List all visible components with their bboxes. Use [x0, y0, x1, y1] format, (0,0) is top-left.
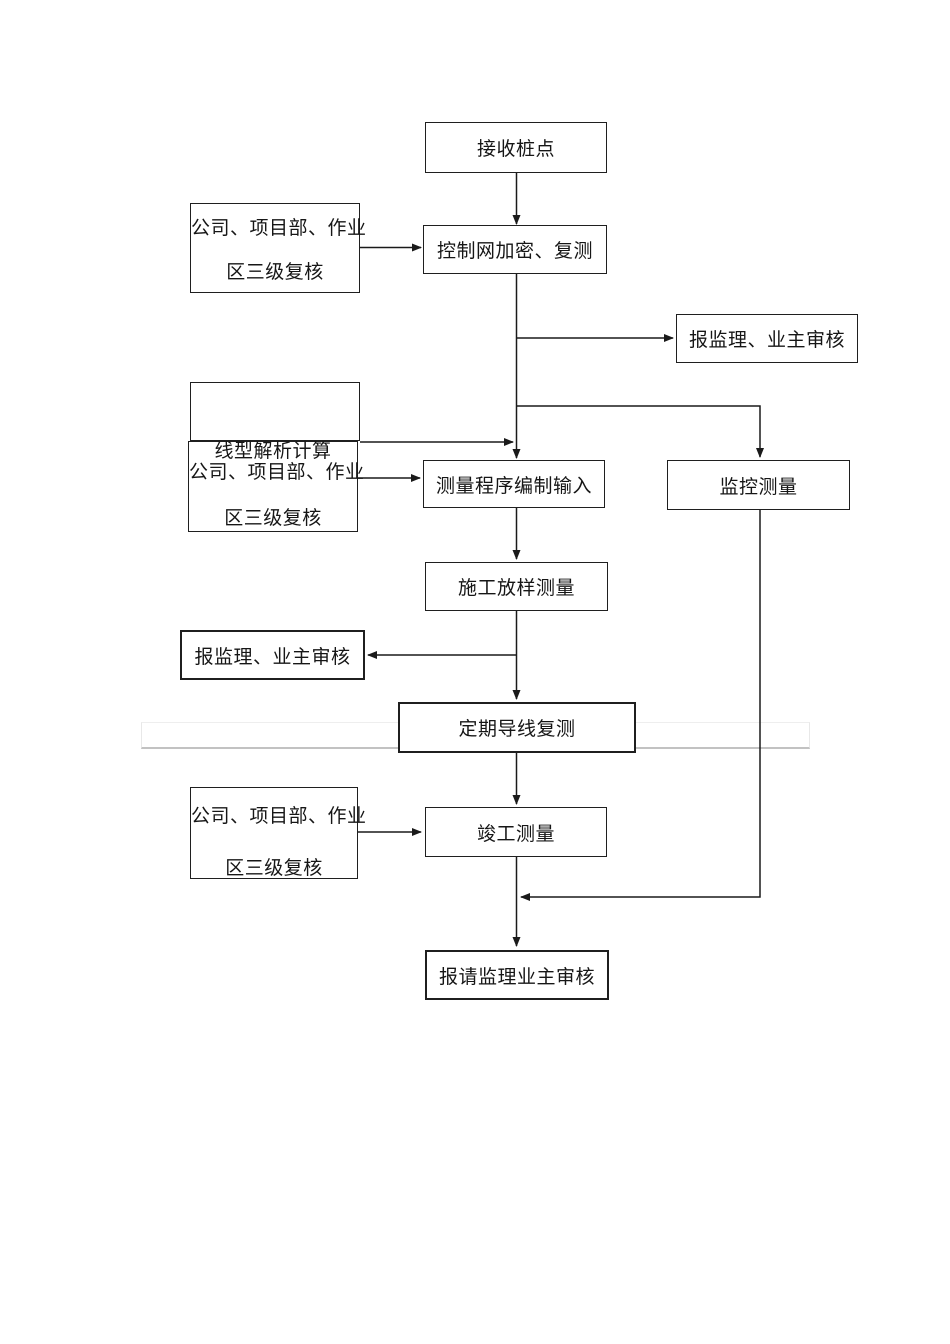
node-label: 施工放样测量: [457, 578, 575, 599]
flow-node-three-level-review-bottom: 公司、项目部、作业 区三级复核: [190, 787, 367, 879]
flow-node-final-report-review: 报请监理业主审核: [425, 950, 609, 1000]
flow-node-report-supervisor-owner-review-right: 报监理、业主审核: [676, 314, 858, 363]
flow-node-periodic-traverse-remeasure: 定期导线复测: [398, 702, 636, 753]
flow-node-receive-pile-points: 接收桩点: [425, 122, 607, 173]
flow-node-construction-setting-out: 施工放样测量: [425, 562, 608, 611]
node-label: 报监理、业主审核: [194, 646, 351, 668]
node-label-line2: 公司、项目部、作业: [189, 462, 365, 483]
node-label-line2: 区三级复核: [226, 262, 324, 283]
flow-node-three-level-review-top: 公司、项目部、作业 区三级复核: [190, 203, 367, 293]
flow-node-line-analysis-three-level-review: 线型解析计算 公司、项目部、作业 区三级复核: [188, 441, 365, 532]
node-label-line1: 公司、项目部、作业: [191, 806, 367, 827]
node-label: 定期导线复测: [458, 719, 576, 740]
flow-node-empty-box: [190, 382, 360, 441]
node-label-line3: 区三级复核: [224, 508, 322, 529]
node-label: 接收桩点: [476, 139, 555, 160]
flow-node-control-network-densify-remeasure: 控制网加密、复测: [423, 225, 607, 274]
node-label-line1: 线型解析计算: [214, 441, 332, 462]
node-label: 报监理、业主审核: [688, 330, 845, 351]
connector-to-monitoring: [516, 405, 764, 458]
flow-node-report-supervisor-owner-review-left: 报监理、业主审核: [180, 630, 365, 680]
flow-node-measurement-program-input: 测量程序编制输入: [423, 460, 605, 508]
flow-node-monitoring-measurement: 监控测量: [667, 460, 850, 510]
node-label: 测量程序编制输入: [435, 475, 592, 497]
flow-node-completion-measurement: 竣工测量: [425, 807, 607, 857]
node-label: 竣工测量: [476, 823, 555, 845]
node-label: 报请监理业主审核: [438, 966, 595, 988]
node-label-line1: 公司、项目部、作业: [191, 218, 367, 239]
node-label: 控制网加密、复测: [436, 241, 593, 262]
node-label-line2: 区三级复核: [225, 858, 323, 879]
node-label: 监控测量: [719, 476, 798, 498]
